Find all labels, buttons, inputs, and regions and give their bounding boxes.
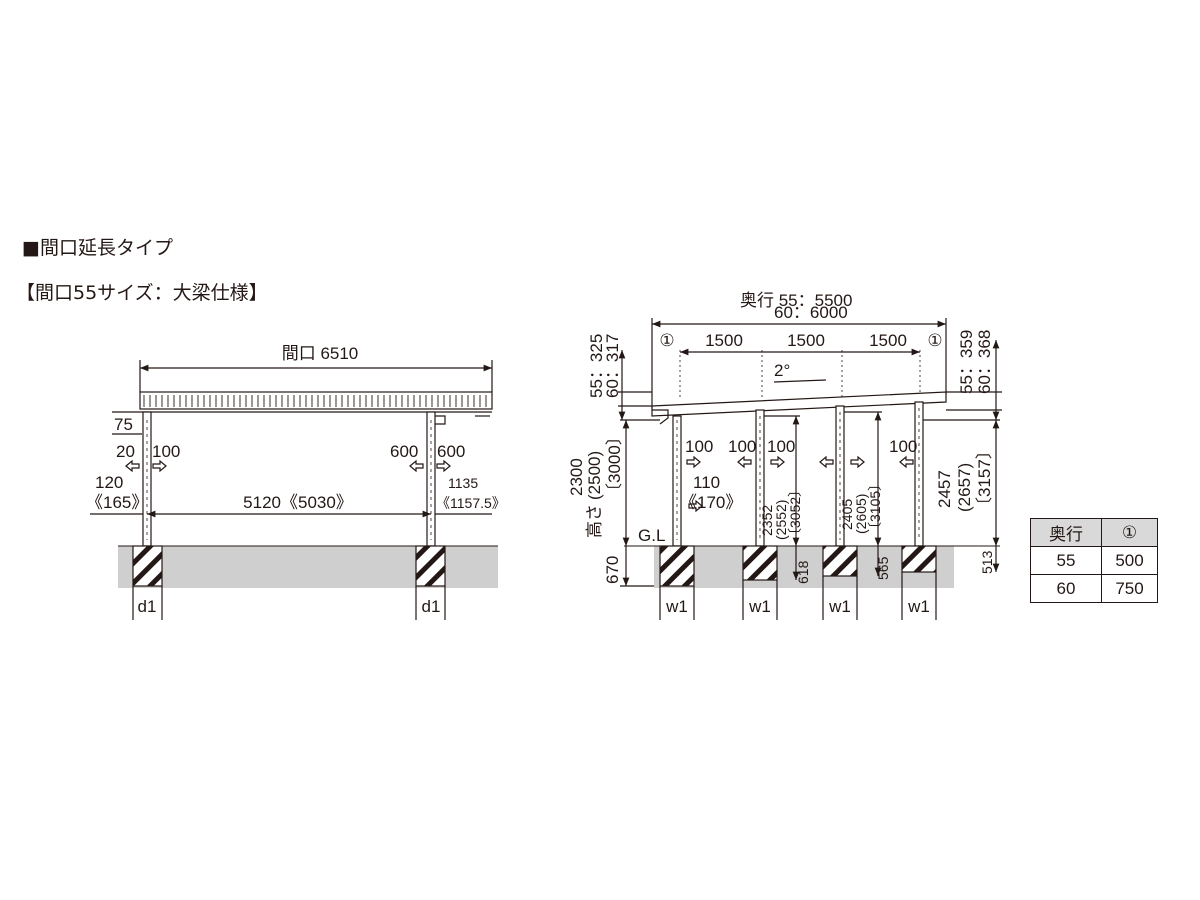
side-height-2: (2500) [585, 451, 604, 500]
arrow-right-100 [152, 459, 167, 473]
side-post4-h1: 2457 [935, 470, 954, 508]
table-cell-depth: 55 [1030, 546, 1102, 575]
side-marker-left: ① [659, 331, 674, 350]
front-right-offset-b: 600 [437, 442, 465, 461]
side-height-1: 2300 [567, 458, 586, 496]
front-beam-height: 75 [114, 415, 133, 434]
side-footing-4 [901, 545, 937, 573]
side-bay-1: 1500 [705, 331, 743, 350]
arrow-side-3-right [850, 455, 865, 469]
front-view [90, 360, 498, 620]
side-post-offset-2: 100 [728, 437, 756, 456]
side-post4-h2: (2657) [955, 463, 974, 512]
side-height-3: 〔3000〕 [605, 428, 624, 500]
front-left-overhang: 120 [95, 473, 123, 492]
side-bay-3: 1500 [869, 331, 907, 350]
front-right-overhang-alt: 《1157.5》 [436, 495, 506, 511]
arrow-side-2-right [770, 455, 785, 469]
table-row: 55 500 [1030, 546, 1158, 575]
front-left-offset-b: 100 [152, 442, 180, 461]
side-footing-3 [822, 545, 858, 577]
arrow-right-600 [436, 459, 451, 473]
front-footing-right-label: d1 [422, 597, 441, 616]
side-post3-h1: 2405 [839, 499, 855, 530]
variant-title: 【間口55サイズ：大梁仕様】 [16, 282, 268, 304]
arrow-side-front [688, 499, 703, 513]
side-left-top-2: 60：317 [603, 334, 622, 398]
side-depth-label-2: 60：6000 [774, 303, 848, 322]
front-left-overhang-alt: 《165》 [86, 493, 148, 512]
side-height-caption: 高さ [585, 504, 604, 538]
side-post-offset-3: 100 [767, 437, 795, 456]
side-left-top-1: 55：325 [587, 334, 606, 398]
side-post2-h2: (2552) [773, 500, 789, 540]
side-post2-embed: 618 [795, 560, 811, 584]
table-header-row: 奥行 ① [1030, 518, 1158, 547]
footing-front-right [415, 545, 446, 587]
side-slope-label: 2° [774, 361, 790, 380]
depth-table: 奥行 ① 55 500 60 750 [1030, 518, 1158, 603]
side-marker-right: ① [927, 331, 942, 350]
arrow-side-4-left [899, 455, 914, 469]
side-footing-4-label: w1 [907, 597, 930, 616]
side-depth-label-1: 奥行 55：5500 [740, 291, 852, 310]
table-header-marker: ① [1101, 518, 1158, 547]
side-roof-beam [651, 391, 947, 417]
arrow-side-1 [686, 455, 701, 469]
side-gl-label: G.L [638, 526, 665, 545]
front-width-label: 間口 6510 [282, 344, 359, 363]
side-post-offset-1: 100 [685, 437, 713, 456]
front-right-overhang: 1135 [448, 475, 478, 491]
table-header-depth: 奥行 [1030, 518, 1102, 547]
footing-front-left [132, 545, 163, 587]
arrow-side-3-left [819, 455, 834, 469]
side-front-overhang-alt: 《170》 [680, 493, 742, 512]
front-footing-left-label: d1 [138, 597, 157, 616]
arrow-left-20 [125, 459, 140, 473]
side-embed-depth: 670 [603, 556, 622, 584]
side-post4-embed: 513 [979, 550, 995, 574]
front-left-offset-a: 20 [116, 442, 135, 461]
side-bay-2: 1500 [787, 331, 825, 350]
front-post-span: 5120《5030》 [243, 493, 353, 512]
arrow-left-600 [409, 459, 424, 473]
side-post3-embed: 565 [875, 556, 891, 580]
table-row: 60 750 [1030, 574, 1158, 603]
table-cell-value: 500 [1101, 546, 1158, 575]
side-footing-2-label: w1 [748, 597, 771, 616]
side-post3-h2: (2605) [853, 494, 869, 534]
side-right-top-1: 55：359 [957, 330, 976, 394]
side-footing-1-label: w1 [665, 597, 688, 616]
side-view [618, 318, 1002, 620]
side-post-offset-4: 100 [889, 437, 917, 456]
front-right-offset-a: 600 [390, 442, 418, 461]
side-front-overhang: 110 [693, 473, 720, 492]
side-footing-1 [659, 545, 695, 587]
section-title: ■間口延長タイプ [22, 237, 173, 259]
side-footing-3-label: w1 [828, 597, 851, 616]
table-cell-value: 750 [1101, 574, 1158, 603]
side-post2-h1: 2352 [759, 505, 775, 536]
side-footing-2 [742, 545, 778, 581]
arrow-side-2-left [737, 455, 752, 469]
side-post4-h3: 〔3157〕 [975, 442, 994, 514]
side-post2-h3: 〔3052〕 [787, 483, 803, 542]
roof-panel-front [139, 391, 493, 410]
side-right-top-2: 60：368 [975, 330, 994, 394]
side-post3-h3: 〔3105〕 [867, 477, 883, 536]
table-cell-depth: 60 [1030, 574, 1102, 603]
